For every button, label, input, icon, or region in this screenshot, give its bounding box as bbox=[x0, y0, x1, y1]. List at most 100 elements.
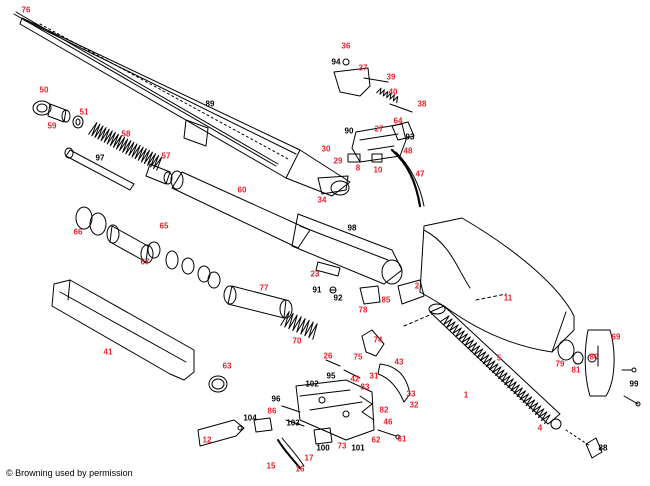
part-label-82: 82 bbox=[379, 405, 389, 415]
part-label-64: 64 bbox=[393, 116, 403, 126]
part-label-16: 16 bbox=[295, 464, 305, 474]
part-label-50: 50 bbox=[39, 85, 49, 95]
part-2-nut bbox=[397, 279, 425, 305]
part-label-83: 83 bbox=[360, 382, 370, 392]
part-label-73: 73 bbox=[337, 441, 347, 451]
part-label-58: 58 bbox=[121, 129, 131, 139]
part-50-ring bbox=[32, 100, 52, 116]
part-label-95: 95 bbox=[326, 371, 336, 381]
part-12-lever bbox=[197, 419, 245, 447]
part-label-59: 59 bbox=[47, 121, 57, 131]
part-label-100: 100 bbox=[316, 443, 330, 453]
part-label-81: 81 bbox=[571, 365, 581, 375]
part-70-spring bbox=[280, 311, 318, 340]
part-label-32: 32 bbox=[409, 400, 419, 410]
part-64-latch bbox=[391, 121, 415, 141]
part-label-89: 89 bbox=[205, 99, 215, 109]
part-label-91: 91 bbox=[312, 285, 322, 295]
part-1-spring bbox=[440, 315, 551, 425]
part-label-79: 79 bbox=[555, 359, 565, 369]
part-98-receiver bbox=[291, 213, 403, 285]
part-trigger-housing bbox=[295, 379, 375, 441]
part-label-99: 99 bbox=[629, 379, 639, 389]
part-label-23: 23 bbox=[310, 269, 320, 279]
part-label-78: 78 bbox=[358, 305, 368, 315]
part-82-spring bbox=[359, 395, 375, 421]
part-label-60: 60 bbox=[237, 185, 247, 195]
part-label-34: 34 bbox=[317, 195, 327, 205]
part-57-plug bbox=[145, 163, 173, 185]
part-label-62: 62 bbox=[371, 435, 381, 445]
part-label-5: 5 bbox=[496, 353, 502, 363]
part-label-42: 42 bbox=[350, 374, 360, 384]
part-label-47: 47 bbox=[415, 169, 425, 179]
part-label-102: 102 bbox=[305, 379, 319, 389]
part-dash-leader bbox=[403, 293, 507, 327]
part-label-41: 41 bbox=[103, 347, 113, 357]
part-label-61: 61 bbox=[397, 434, 407, 444]
part-label-30: 30 bbox=[321, 144, 331, 154]
part-74-latch bbox=[361, 329, 385, 357]
part-94-carrier bbox=[333, 58, 371, 97]
part-78-block bbox=[359, 285, 381, 305]
part-label-2: 2 bbox=[414, 281, 420, 291]
part-label-69: 69 bbox=[611, 332, 621, 342]
part-label-51: 51 bbox=[79, 107, 89, 117]
part-label-67: 67 bbox=[140, 257, 150, 267]
part-label-74: 74 bbox=[373, 335, 383, 345]
part-label-4: 4 bbox=[537, 423, 543, 433]
part-label-70: 70 bbox=[292, 336, 302, 346]
part-label-43: 43 bbox=[394, 357, 404, 367]
part-4-nut bbox=[550, 418, 562, 430]
part-51-plug bbox=[72, 115, 84, 129]
part-60-tube bbox=[170, 170, 311, 249]
part-69-buttplate bbox=[584, 329, 615, 397]
part-label-85: 85 bbox=[381, 295, 391, 305]
part-104-bracket bbox=[253, 417, 273, 433]
part-label-11: 11 bbox=[503, 293, 513, 303]
part-79-washer bbox=[557, 339, 575, 361]
part-label-26: 26 bbox=[323, 351, 333, 361]
part-label-1: 1 bbox=[463, 390, 469, 400]
part-label-36: 36 bbox=[341, 41, 351, 51]
part-label-96: 96 bbox=[271, 394, 281, 404]
part-label-101: 101 bbox=[351, 443, 365, 453]
part-66-rings bbox=[75, 206, 107, 236]
part-label-15: 15 bbox=[266, 461, 276, 471]
part-63-ring bbox=[208, 375, 228, 393]
part-label-10: 10 bbox=[373, 165, 383, 175]
part-34-end bbox=[317, 175, 349, 195]
part-11-stock bbox=[419, 217, 575, 353]
part-43-hammer bbox=[377, 363, 411, 403]
part-59-cap bbox=[47, 103, 71, 123]
part-label-65: 65 bbox=[159, 221, 169, 231]
part-label-76: 76 bbox=[21, 5, 31, 15]
part-label-57: 57 bbox=[161, 151, 171, 161]
part-label-80: 80 bbox=[589, 352, 599, 362]
part-label-38: 38 bbox=[417, 99, 427, 109]
part-label-63: 63 bbox=[222, 361, 232, 371]
part-15-spring bbox=[277, 437, 305, 469]
part-81-washer bbox=[572, 351, 584, 365]
part-label-88: 88 bbox=[598, 443, 608, 453]
part-label-75: 75 bbox=[353, 352, 363, 362]
part-97-rod bbox=[64, 147, 135, 191]
part-77-sleeve bbox=[223, 285, 293, 319]
part-58-spring bbox=[88, 122, 163, 171]
part-40-spring bbox=[376, 87, 399, 104]
part-label-93: 93 bbox=[405, 132, 415, 142]
part-label-104: 104 bbox=[243, 413, 257, 423]
part-label-103: 103 bbox=[286, 418, 300, 428]
part-39-pin bbox=[363, 77, 389, 83]
part-label-40: 40 bbox=[388, 87, 398, 97]
part-label-48: 48 bbox=[403, 146, 413, 156]
part-label-39: 39 bbox=[386, 72, 396, 82]
part-88-bolt bbox=[565, 429, 603, 459]
part-label-37: 37 bbox=[358, 63, 368, 73]
part-label-90: 90 bbox=[344, 126, 354, 136]
part-label-27: 27 bbox=[374, 124, 384, 134]
part-label-86: 86 bbox=[267, 406, 277, 416]
part-label-29: 29 bbox=[333, 156, 343, 166]
